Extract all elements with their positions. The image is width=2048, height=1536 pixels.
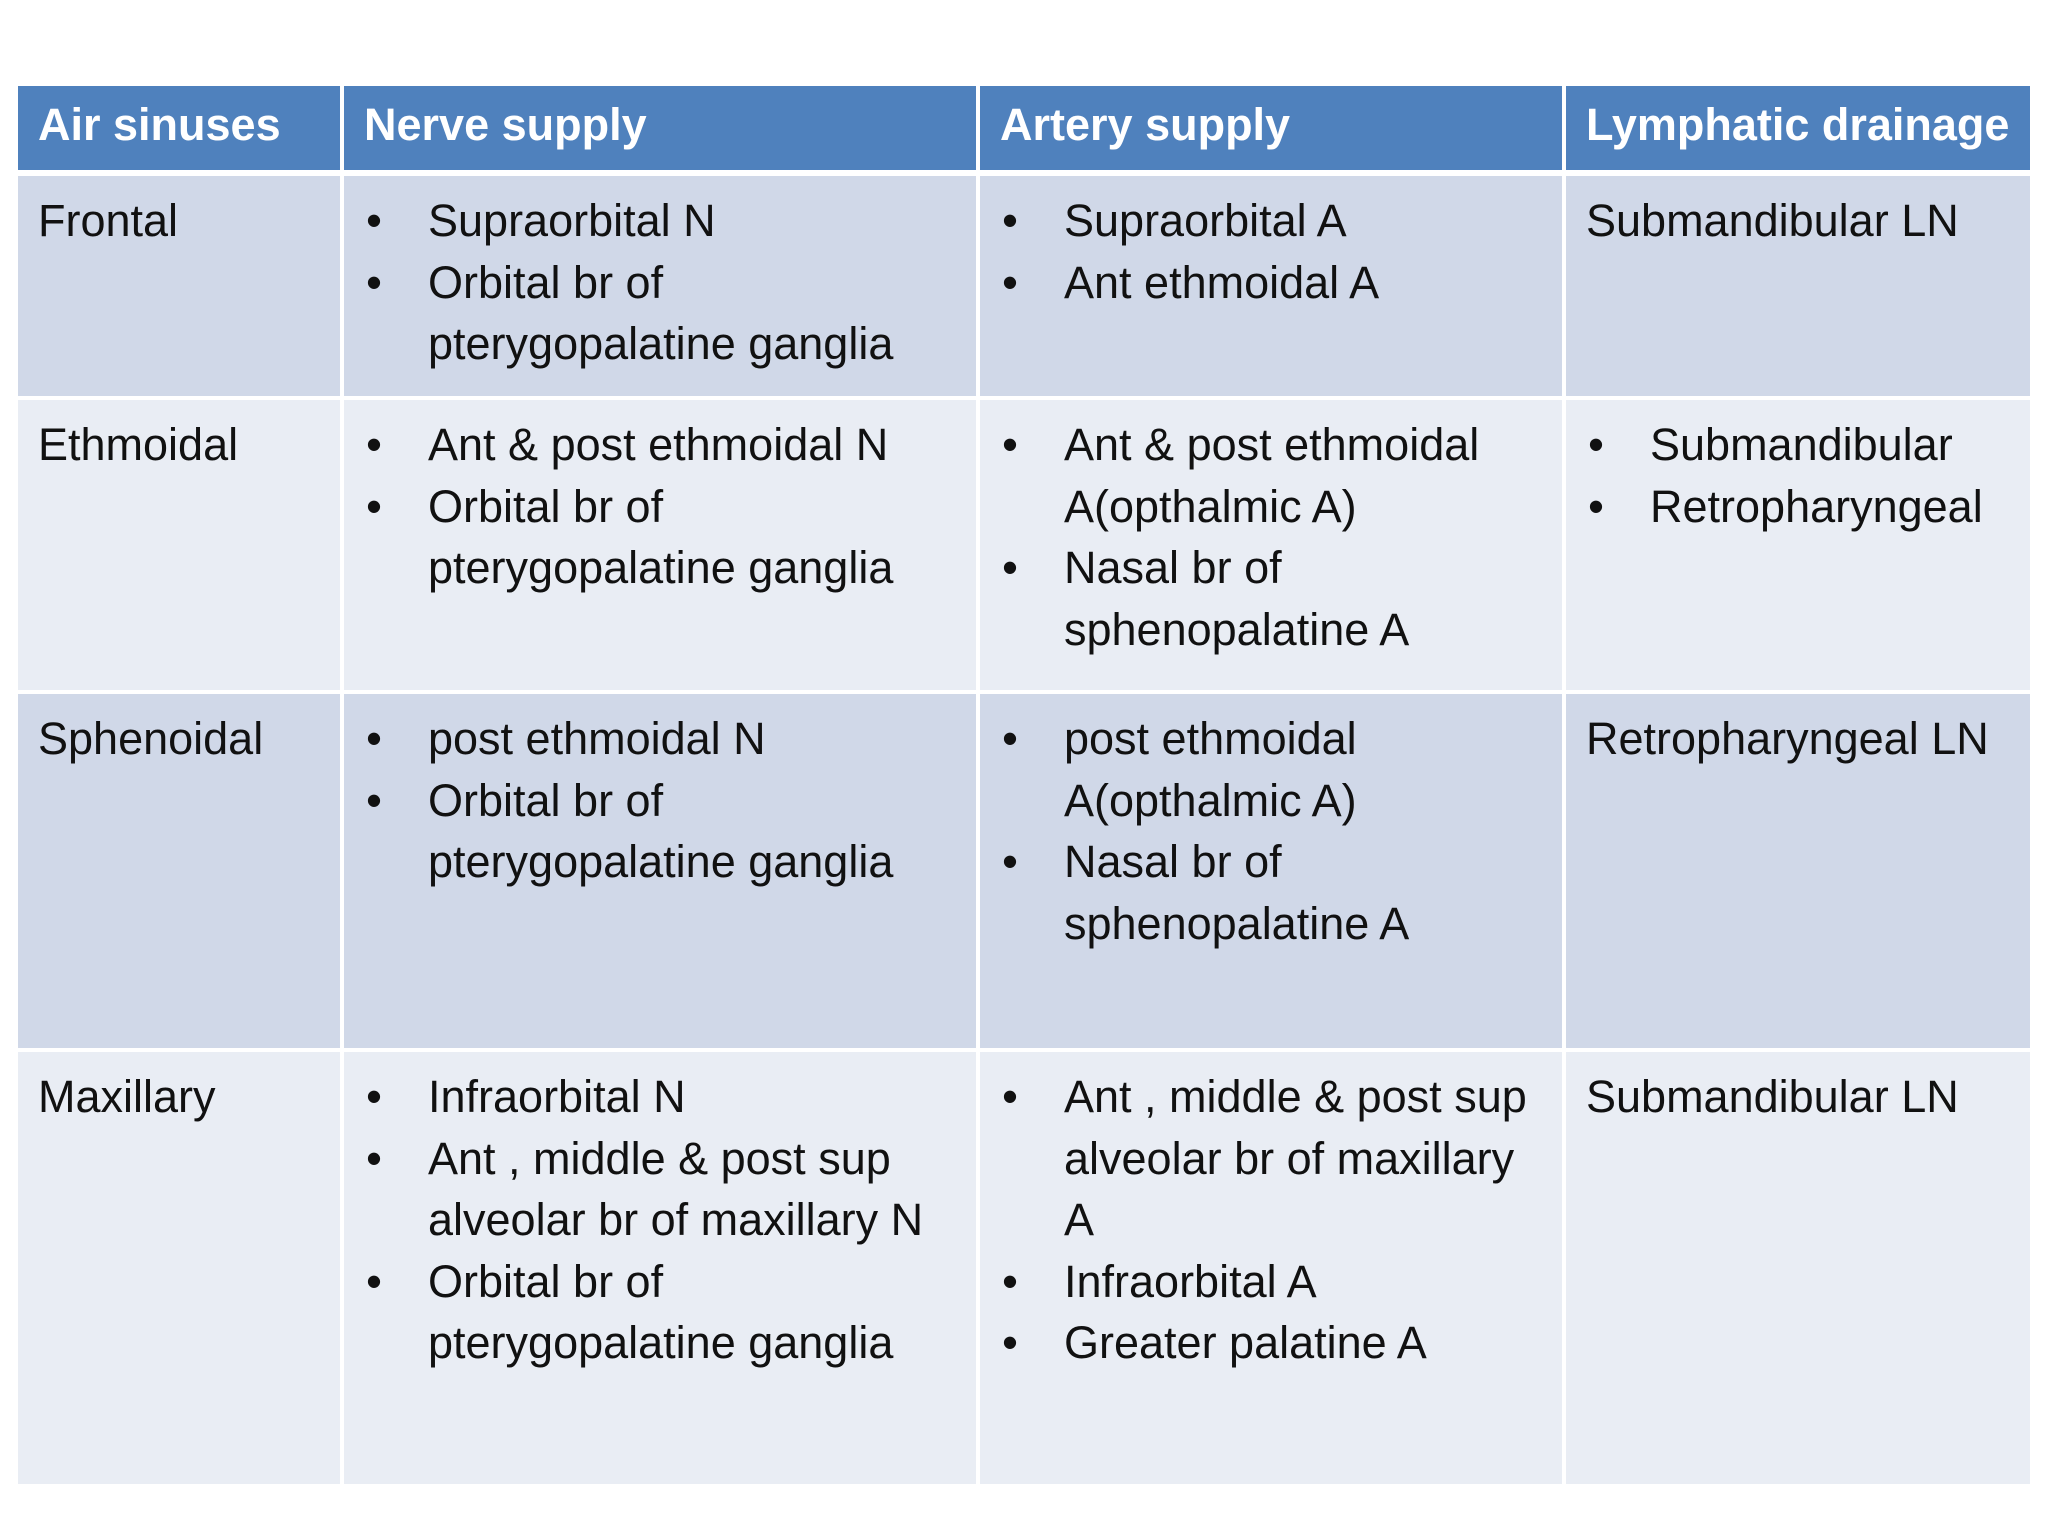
list-item: • Ant & post ethmoidal N — [364, 414, 960, 476]
lymph-list: • Submandibular • Retropharyngeal — [1586, 414, 2014, 537]
nerve-list: • Ant & post ethmoidal N • Orbital br of pt… — [364, 414, 960, 599]
list-item-text: Ant ethmoidal A — [1064, 256, 1380, 308]
list-item: • Nasal br of sphenopalatine A — [1000, 537, 1546, 660]
list-item: • Retropharyngeal — [1586, 476, 2014, 538]
list-item: • Orbital br of pterygopalatine ganglia — [364, 476, 960, 599]
artery-list: • Ant , middle & post sup alveolar br of … — [1000, 1066, 1546, 1374]
list-item-text: Nasal br of sphenopalatine A — [1064, 542, 1410, 655]
sinus-name-cell: Ethmoidal — [18, 400, 344, 694]
artery-list: • Ant & post ethmoidal A(opthalmic A) • Nas… — [1000, 414, 1546, 660]
list-item-text: Submandibular — [1650, 419, 1953, 470]
list-item-text: Orbital br of pterygopalatine ganglia — [428, 774, 894, 888]
list-item: • Submandibular — [1586, 414, 2014, 476]
bullet-icon: • — [1002, 542, 1018, 593]
bullet-icon: • — [366, 1071, 382, 1122]
lymphatic-drainage-cell: Submandibular LN — [1566, 176, 2030, 400]
list-item: • Ant , middle & post sup alveolar br of … — [1000, 1066, 1546, 1251]
list-item-text: Ant , middle & post sup alveolar br of m… — [428, 1132, 924, 1246]
list-item-text: Infraorbital N — [428, 1071, 686, 1122]
sinus-name-cell: Frontal — [18, 176, 344, 400]
list-item: • Nasal br of sphenopalatine A — [1000, 831, 1546, 954]
bullet-icon: • — [366, 195, 382, 246]
artery-list: • post ethmoidal A(opthalmic A) • Nasal br … — [1000, 708, 1546, 954]
list-item-text: Supraorbital A — [1064, 195, 1347, 246]
bullet-icon: • — [1588, 480, 1604, 532]
header-lymphatic-drainage: Lymphatic drainage — [1566, 86, 2030, 176]
list-item: • Orbital br of pterygopalatine ganglia — [364, 1251, 960, 1374]
artery-supply-cell: • post ethmoidal A(opthalmic A) • Nasal br … — [980, 694, 1566, 1052]
list-item: • Infraorbital A — [1000, 1251, 1546, 1313]
lymphatic-drainage-cell: • Submandibular • Retropharyngeal — [1566, 400, 2030, 694]
nerve-list: • post ethmoidal N • Orbital br of pterygop… — [364, 708, 960, 893]
bullet-icon: • — [366, 1255, 382, 1307]
list-item-text: post ethmoidal A(opthalmic A) — [1064, 713, 1357, 826]
bullet-icon: • — [1002, 1071, 1018, 1122]
nerve-supply-cell: • Ant & post ethmoidal N • Orbital br of pt… — [344, 400, 980, 694]
list-item: • Greater palatine A — [1000, 1312, 1546, 1374]
artery-supply-cell: • Ant , middle & post sup alveolar br of … — [980, 1052, 1566, 1484]
list-item-text: Ant , middle & post sup alveolar br of m… — [1064, 1071, 1527, 1245]
list-item: • Ant ethmoidal A — [1000, 252, 1546, 314]
bullet-icon: • — [1002, 256, 1018, 308]
header-artery-supply: Artery supply — [980, 86, 1566, 176]
nerve-supply-cell: • Supraorbital N • Orbital br of pterygopal… — [344, 176, 980, 400]
nerve-list: • Infraorbital N • Ant , middle & post sup … — [364, 1066, 960, 1374]
artery-supply-cell: • Ant & post ethmoidal A(opthalmic A) • Nas… — [980, 400, 1566, 694]
nerve-list: • Supraorbital N • Orbital br of pterygopal… — [364, 190, 960, 375]
bullet-icon: • — [1002, 195, 1018, 246]
list-item-text: Orbital br of pterygopalatine ganglia — [428, 480, 894, 594]
list-item-text: Orbital br of pterygopalatine ganglia — [428, 256, 894, 370]
nerve-supply-cell: • post ethmoidal N • Orbital br of pterygop… — [344, 694, 980, 1052]
bullet-icon: • — [1002, 1317, 1018, 1368]
artery-list: • Supraorbital A • Ant ethmoidal A — [1000, 190, 1546, 313]
list-item-text: Ant & post ethmoidal N — [428, 419, 889, 470]
list-item: • Infraorbital N — [364, 1066, 960, 1128]
list-item-text: Ant & post ethmoidal A(opthalmic A) — [1064, 419, 1480, 532]
bullet-icon: • — [1002, 713, 1018, 764]
list-item: • Orbital br of pterygopalatine ganglia — [364, 770, 960, 893]
list-item: • Ant & post ethmoidal A(opthalmic A) — [1000, 414, 1546, 537]
list-item: • post ethmoidal N — [364, 708, 960, 770]
bullet-icon: • — [366, 1132, 382, 1184]
bullet-icon: • — [1002, 419, 1018, 470]
bullet-icon: • — [366, 419, 382, 470]
lymphatic-drainage-cell: Retropharyngeal LN — [1566, 694, 2030, 1052]
sinus-name-cell: Maxillary — [18, 1052, 344, 1484]
list-item-text: post ethmoidal N — [428, 713, 766, 764]
bullet-icon: • — [366, 774, 382, 826]
list-item-text: Greater palatine A — [1064, 1317, 1427, 1368]
bullet-icon: • — [1588, 419, 1604, 470]
header-air-sinuses: Air sinuses — [18, 86, 344, 176]
nerve-supply-cell: • Infraorbital N • Ant , middle & post sup … — [344, 1052, 980, 1484]
bullet-icon: • — [1002, 1255, 1018, 1307]
sinus-name-cell: Sphenoidal — [18, 694, 344, 1052]
list-item-text: Orbital br of pterygopalatine ganglia — [428, 1255, 894, 1369]
list-item: • post ethmoidal A(opthalmic A) — [1000, 708, 1546, 831]
bullet-icon: • — [1002, 836, 1018, 887]
sinus-supply-table: Air sinuses Nerve supply Artery supply L… — [18, 86, 2030, 1484]
list-item-text: Retropharyngeal — [1650, 480, 1983, 532]
bullet-icon: • — [366, 256, 382, 308]
list-item-text: Nasal br of sphenopalatine A — [1064, 836, 1410, 949]
list-item: • Supraorbital N — [364, 190, 960, 252]
list-item: • Supraorbital A — [1000, 190, 1546, 252]
bullet-icon: • — [366, 480, 382, 532]
list-item: • Ant , middle & post sup alveolar br of … — [364, 1128, 960, 1251]
list-item-text: Infraorbital A — [1064, 1255, 1317, 1307]
list-item-text: Supraorbital N — [428, 195, 716, 246]
bullet-icon: • — [366, 713, 382, 764]
header-nerve-supply: Nerve supply — [344, 86, 980, 176]
lymphatic-drainage-cell: Submandibular LN — [1566, 1052, 2030, 1484]
list-item: • Orbital br of pterygopalatine ganglia — [364, 252, 960, 375]
artery-supply-cell: • Supraorbital A • Ant ethmoidal A — [980, 176, 1566, 400]
